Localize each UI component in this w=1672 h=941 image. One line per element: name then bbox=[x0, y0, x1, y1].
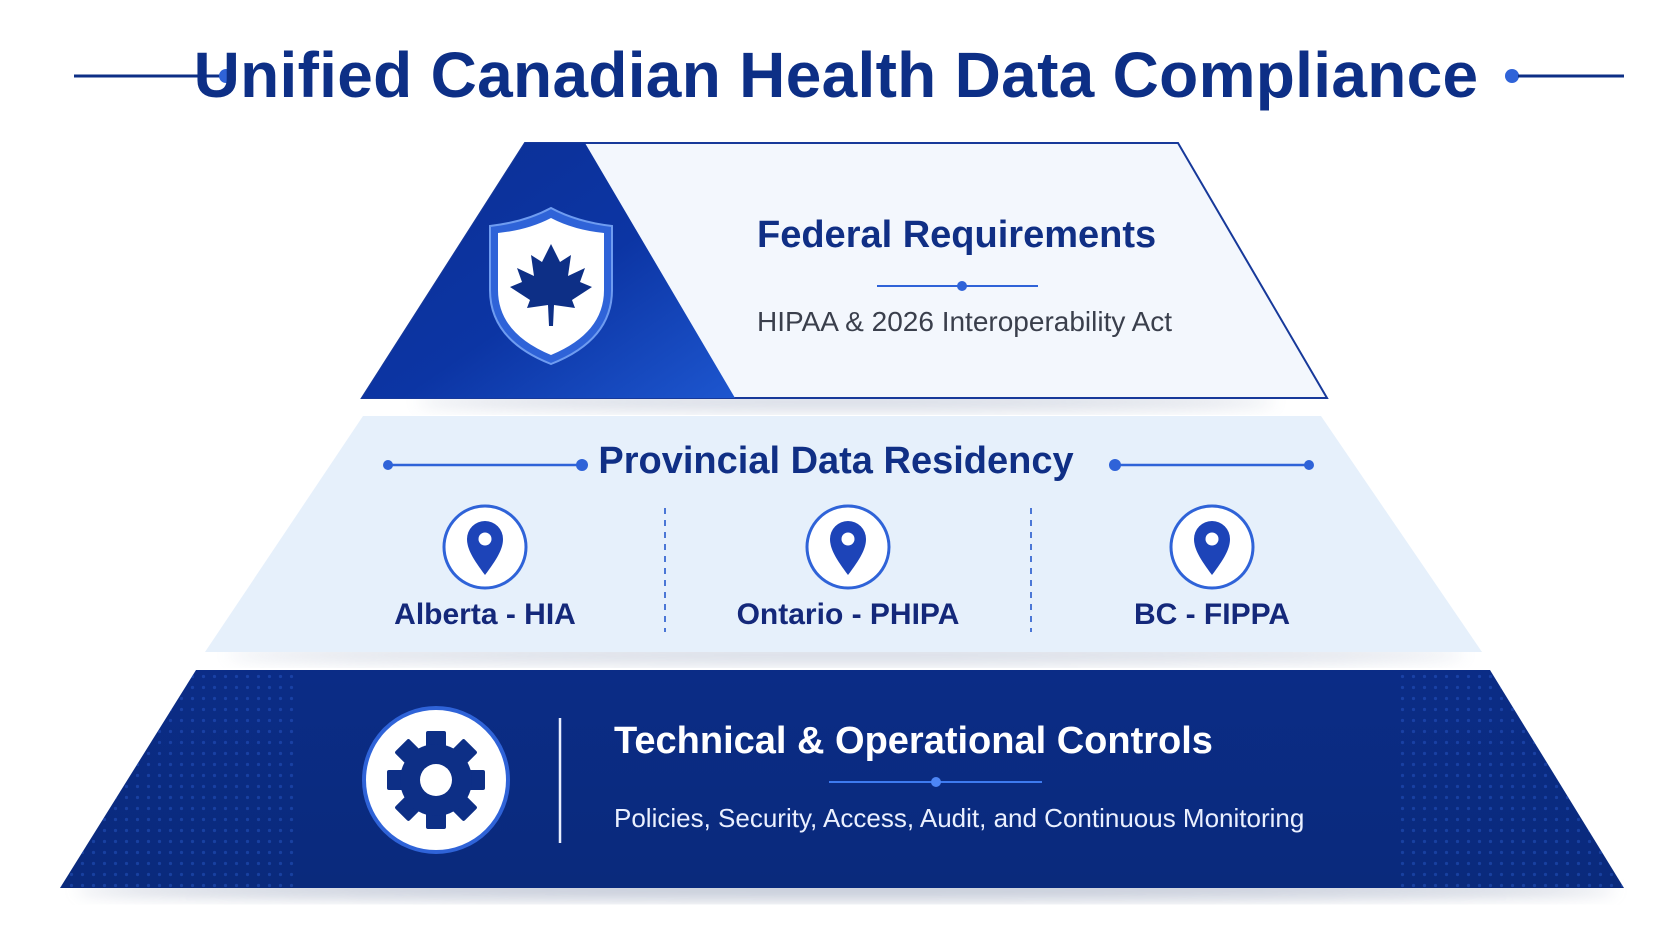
location-pin-icon bbox=[805, 504, 891, 590]
page-title: Unified Canadian Health Data Compliance bbox=[193, 39, 1479, 111]
region-label-alberta: Alberta - HIA bbox=[394, 598, 576, 631]
provincial-heading: Provincial Data Residency bbox=[598, 440, 1074, 482]
dot-texture-left bbox=[60, 670, 300, 888]
federal-divider bbox=[877, 281, 1038, 291]
provincial-divider-left bbox=[383, 459, 588, 471]
title-divider-right bbox=[1505, 69, 1624, 83]
federal-heading: Federal Requirements bbox=[757, 214, 1157, 256]
controls-subtitle: Policies, Security, Access, Audit, and C… bbox=[614, 803, 1305, 833]
federal-subtitle: HIPAA & 2026 Interoperability Act bbox=[757, 306, 1173, 337]
region-label-bc: BC - FIPPA bbox=[1133, 598, 1291, 631]
location-pin-icon bbox=[442, 504, 528, 590]
federal-tier bbox=[360, 142, 1329, 399]
controls-tier bbox=[60, 670, 1624, 888]
controls-heading: Technical & Operational Controls bbox=[614, 720, 1213, 762]
location-pin-icon bbox=[1169, 504, 1255, 590]
provincial-divider-right bbox=[1109, 459, 1314, 471]
dot-texture-right bbox=[1400, 670, 1624, 888]
gear-icon bbox=[362, 706, 510, 854]
maple-leaf-shield-icon bbox=[489, 206, 613, 366]
region-label-ontario: Ontario - PHIPA bbox=[736, 598, 960, 631]
controls-divider bbox=[829, 777, 1042, 787]
title-divider-left bbox=[74, 69, 233, 83]
provincial-tier bbox=[205, 416, 1482, 652]
